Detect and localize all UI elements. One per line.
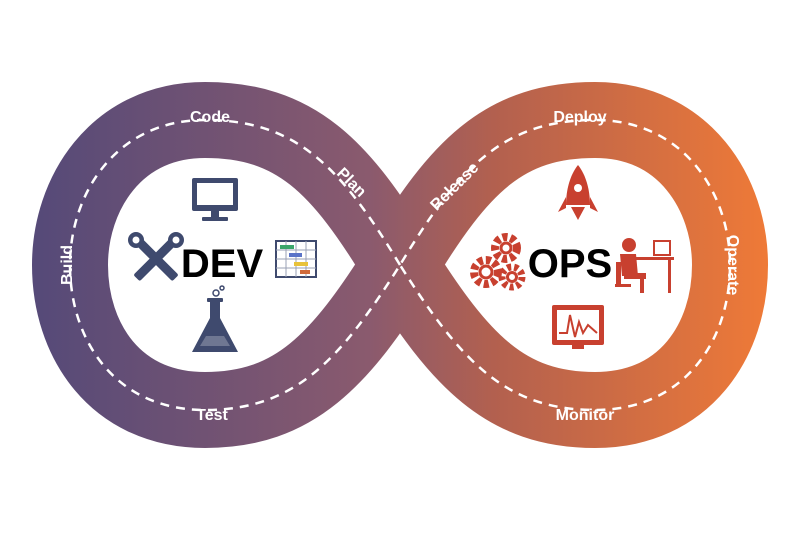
stage-label-test: Test xyxy=(196,407,228,424)
stage-label-deploy: Deploy xyxy=(553,109,606,126)
dev-label: DEV xyxy=(181,242,264,286)
gears-icon xyxy=(470,233,526,291)
activity-monitor-icon xyxy=(552,305,604,349)
stage-label-monitor: Monitor xyxy=(556,407,615,424)
rocket-icon xyxy=(558,165,598,220)
tools-icon xyxy=(128,232,184,281)
stage-label-build: Build xyxy=(59,245,76,285)
monitor-icon xyxy=(192,178,238,221)
gantt-chart-icon xyxy=(275,240,317,278)
stage-label-code: Code xyxy=(190,109,230,126)
stage-label-operate: Operate xyxy=(724,235,741,296)
ops-label: OPS xyxy=(528,242,612,286)
operator-at-desk-icon xyxy=(615,238,674,293)
dashed-track xyxy=(68,118,732,412)
flask-icon xyxy=(192,285,238,352)
